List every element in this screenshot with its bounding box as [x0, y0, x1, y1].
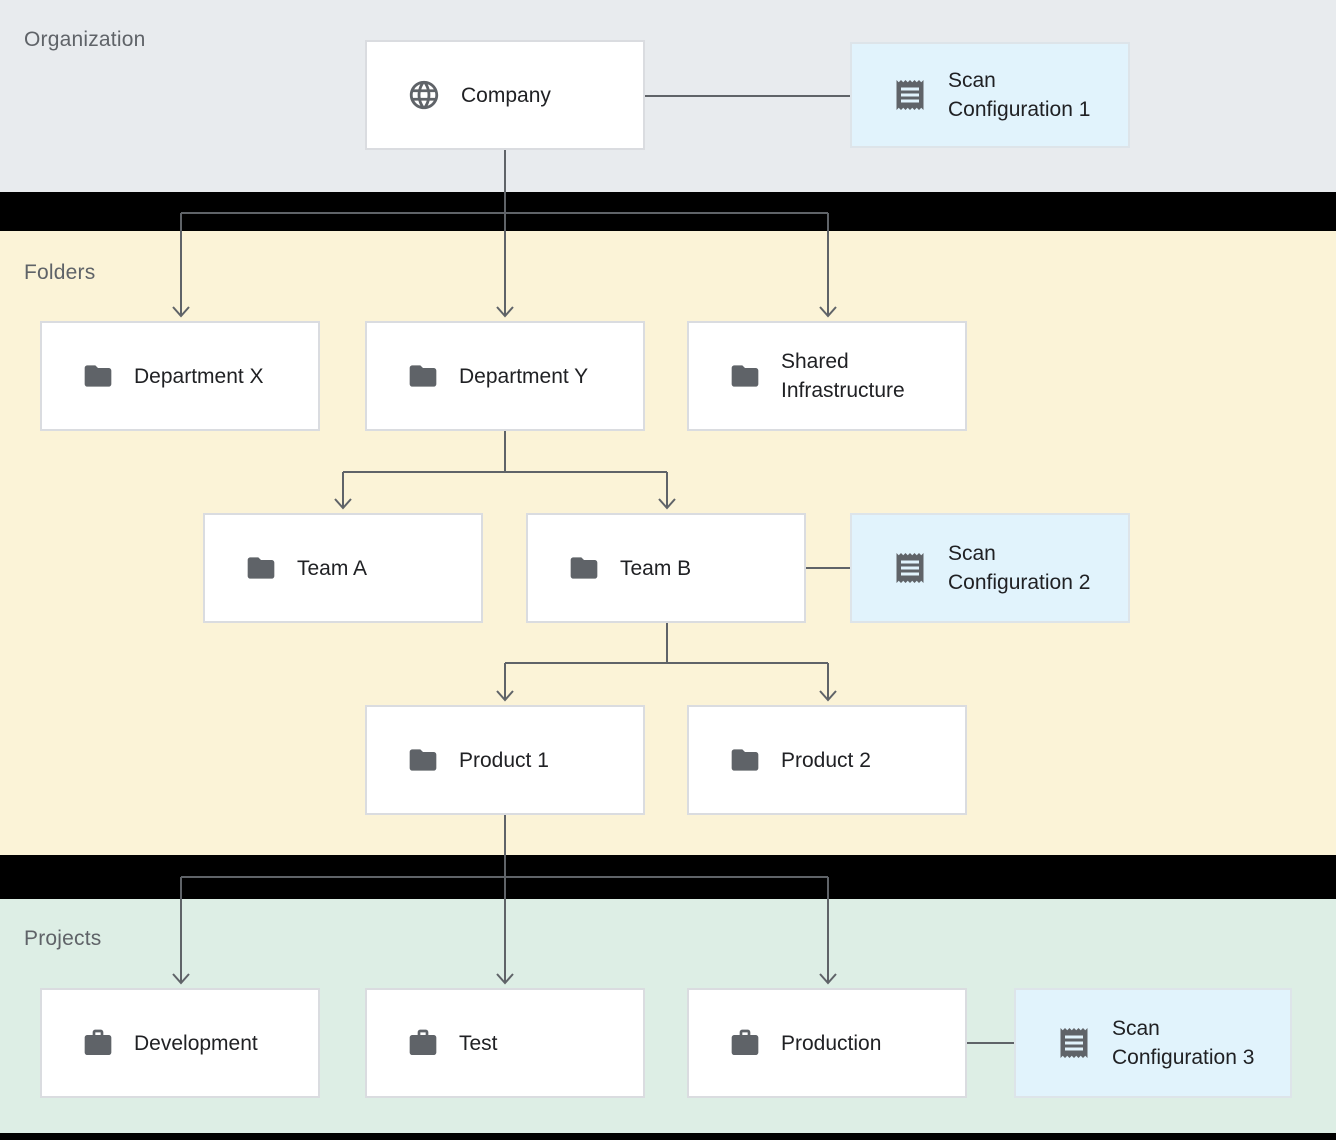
folder-icon [568, 552, 600, 584]
globe-icon [407, 78, 441, 112]
folder-icon [729, 744, 761, 776]
briefcase-icon [729, 1027, 761, 1059]
node-scan-configuration-3: Scan Configuration 3 [1014, 988, 1292, 1098]
receipt-icon [1056, 1025, 1092, 1061]
node-production: Production [687, 988, 967, 1098]
node-scan-configuration-1-label: Scan Configuration 1 [948, 69, 1091, 121]
node-department-y: Department Y [365, 321, 645, 431]
organization-band-label: Organization [24, 28, 146, 51]
folder-icon [407, 744, 439, 776]
node-team-a-label: Team A [297, 556, 368, 580]
folder-icon [82, 360, 114, 392]
node-test-label: Test [459, 1031, 498, 1055]
receipt-icon [892, 550, 928, 586]
node-scan-configuration-2: Scan Configuration 2 [850, 513, 1130, 623]
node-scan-configuration-1: Scan Configuration 1 [850, 42, 1130, 148]
node-product-1: Product 1 [365, 705, 645, 815]
node-team-a: Team A [203, 513, 483, 623]
node-product-1-label: Product 1 [459, 748, 549, 772]
node-development: Development [40, 988, 320, 1098]
node-department-y-label: Department Y [459, 364, 589, 388]
node-team-b-label: Team B [620, 556, 692, 580]
node-department-x: Department X [40, 321, 320, 431]
node-company-label: Company [461, 83, 551, 107]
node-team-b: Team B [526, 513, 806, 623]
briefcase-icon [82, 1027, 114, 1059]
node-shared-infrastructure: Shared Infrastructure [687, 321, 967, 431]
projects-band-label: Projects [24, 927, 102, 950]
folder-icon [245, 552, 277, 584]
folders-band-label: Folders [24, 261, 96, 284]
node-company: Company [365, 40, 645, 150]
node-production-label: Production [781, 1031, 882, 1055]
node-scan-configuration-3-label: Scan Configuration 3 [1112, 1017, 1255, 1069]
folder-icon [729, 360, 761, 392]
node-product-2: Product 2 [687, 705, 967, 815]
node-product-2-label: Product 2 [781, 748, 871, 772]
node-shared-infrastructure-label: Shared Infrastructure [781, 350, 905, 402]
node-department-x-label: Department X [134, 364, 264, 388]
node-development-label: Development [134, 1031, 258, 1055]
briefcase-icon [407, 1027, 439, 1059]
node-test: Test [365, 988, 645, 1098]
receipt-icon [892, 77, 928, 113]
node-scan-configuration-2-label: Scan Configuration 2 [948, 542, 1091, 594]
folder-icon [407, 360, 439, 392]
